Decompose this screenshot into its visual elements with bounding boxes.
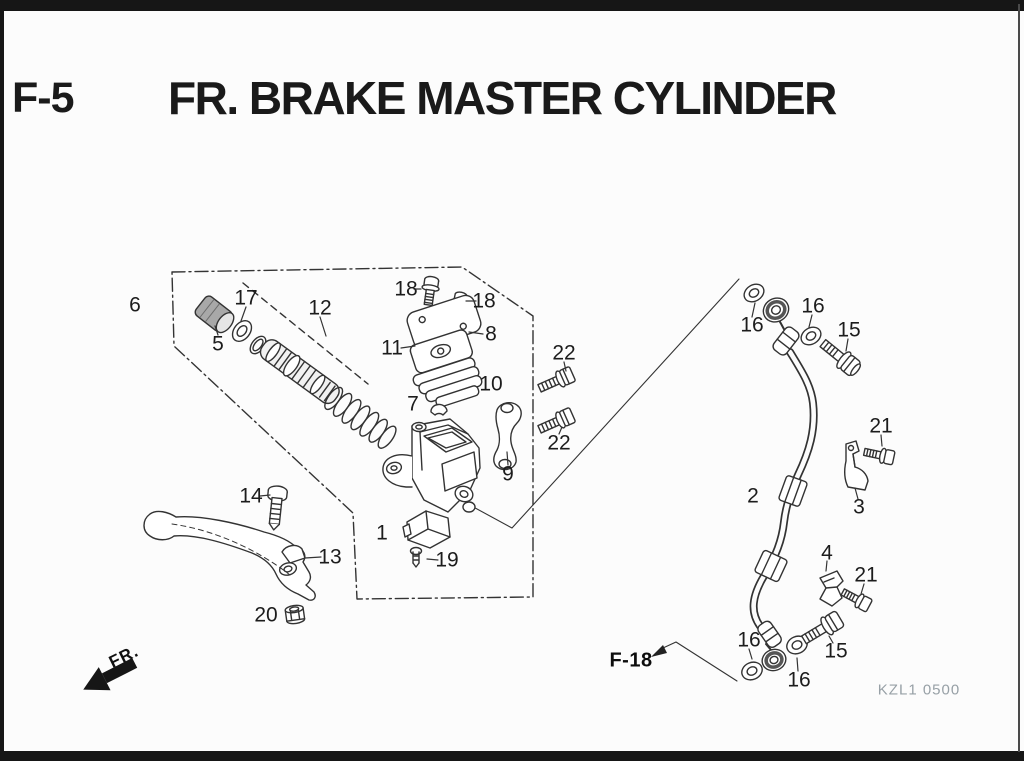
callout-part-16-bottom-right: 16	[787, 668, 811, 692]
callout-part-15-bottom: 15	[824, 639, 848, 663]
piston-kit-drawing	[194, 295, 397, 449]
hose-clamp-drawing	[819, 570, 844, 607]
callout-part-21-bottom: 21	[854, 563, 878, 587]
callout-part-12: 12	[308, 296, 332, 320]
callout-part-7: 7	[407, 392, 419, 416]
callout-part-8: 8	[485, 322, 497, 346]
callout-part-13: 13	[318, 545, 342, 569]
reservoir-parts-drawing	[406, 275, 483, 416]
cross-reference-f18: F-18	[609, 649, 653, 672]
pivot-nut-drawing	[284, 604, 306, 625]
callout-part-16-top-left: 16	[740, 313, 764, 337]
callout-part-21-top: 21	[869, 414, 893, 438]
f18-leader-line	[651, 641, 738, 682]
callout-part-9: 9	[502, 462, 514, 486]
page-border-right	[1018, 4, 1020, 752]
callout-part-11: 11	[381, 336, 403, 360]
callout-part-15-top: 15	[837, 318, 861, 342]
master-cylinder-body-drawing	[382, 418, 481, 513]
sealing-washers-drawing	[741, 283, 822, 681]
callout-part-18-left: 18	[394, 277, 418, 301]
callout-part-20: 20	[254, 603, 278, 627]
page-border-bottom	[0, 751, 1024, 761]
assembly-outline-box	[171, 266, 534, 600]
brake-switch-drawing	[402, 510, 451, 568]
drawing-code-watermark: KZL1 0500	[877, 681, 961, 699]
callout-leader-lines	[214, 288, 883, 672]
callout-part-6: 6	[129, 293, 141, 317]
callout-part-1: 1	[376, 521, 388, 545]
bolts-21-drawing	[840, 447, 896, 613]
callout-part-18-right: 18	[472, 289, 496, 313]
callout-part-16-top-right: 16	[801, 294, 825, 318]
page-border-left	[0, 0, 4, 761]
callout-part-3: 3	[853, 495, 865, 519]
page-title: FR. BRAKE MASTER CYLINDER	[168, 72, 837, 124]
callout-part-16-bottom-left: 16	[737, 628, 761, 652]
fr-direction-arrow	[83, 657, 138, 691]
page-border-top	[0, 0, 1024, 11]
callout-part-5: 5	[212, 332, 224, 356]
callout-part-10: 10	[479, 372, 503, 396]
callout-part-19: 19	[435, 548, 459, 572]
brake-lever-drawing	[143, 510, 316, 601]
callout-part-17: 17	[234, 286, 258, 310]
callout-part-4: 4	[821, 541, 833, 565]
brake-hose-drawing	[749, 297, 818, 672]
bolts-22-drawing	[537, 366, 576, 434]
callout-part-22-bottom: 22	[547, 431, 571, 455]
section-code: F-5	[12, 74, 74, 122]
pivot-bolt-drawing	[267, 485, 288, 531]
hose-bracket-drawing	[843, 440, 869, 491]
callout-part-2: 2	[747, 484, 759, 508]
banjo-bolts-drawing	[800, 338, 862, 645]
hose-reference-line	[465, 278, 740, 529]
callout-part-22-top: 22	[552, 341, 576, 365]
clamp-holder-drawing	[493, 402, 522, 471]
callout-part-14: 14	[239, 484, 263, 508]
